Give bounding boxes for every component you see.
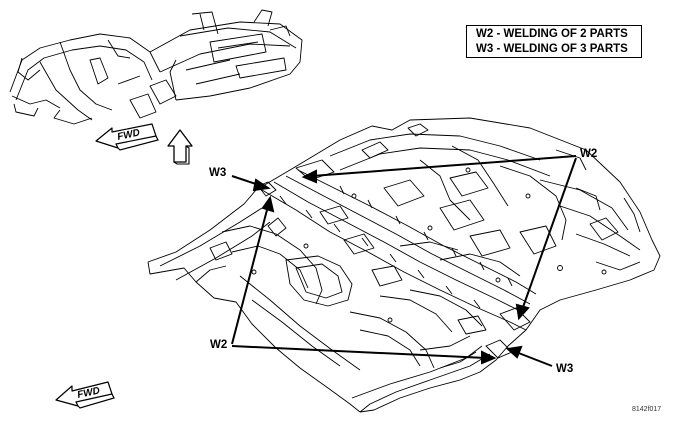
figure-number: 8142f017 [632, 406, 662, 413]
callout-w3-bottom: W3 [556, 363, 574, 375]
callout-w2-left: W2 [210, 339, 228, 351]
callout-w2-right: W2 [580, 148, 598, 160]
callout-w3-top: W3 [209, 167, 227, 179]
view-direction-arrow [167, 129, 193, 165]
callout-leaders [231, 155, 577, 367]
fwd-arrow-top: FWD [95, 123, 159, 151]
legend-w3: W3 - WELDING OF 3 PARTS [476, 43, 628, 55]
weld-legend: W2 - WELDING OF 2 PARTS W3 - WELDING OF … [466, 25, 642, 58]
fwd-label-top: FWD [116, 127, 141, 142]
legend-w2: W2 - WELDING OF 2 PARTS [476, 28, 628, 40]
fwd-arrow-bottom: FWD [55, 381, 115, 409]
fwd-label-bottom: FWD [76, 385, 101, 400]
floor-pan-assembly [147, 117, 661, 413]
vehicle-locator-view [9, 9, 303, 125]
